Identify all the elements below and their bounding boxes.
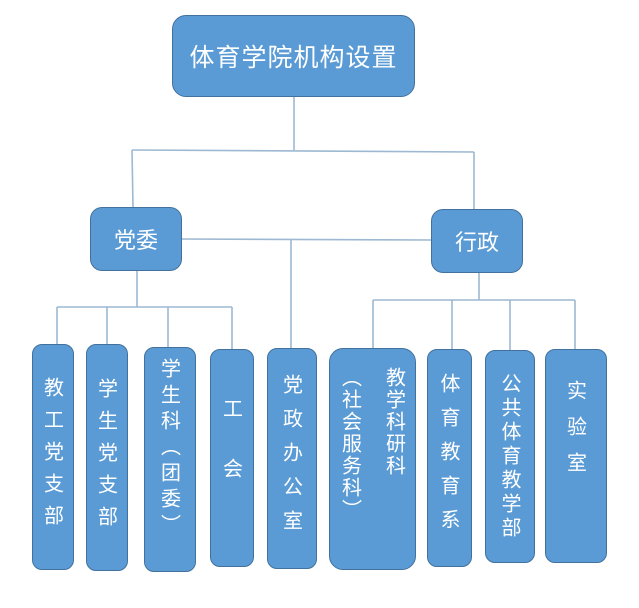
node-faculty-party-branch: 教工党支部 <box>32 344 74 570</box>
teaching-research-label: 教学科研科 <box>382 367 407 477</box>
faculty-party-branch-label: 教工党支部 <box>40 377 65 537</box>
administration-label: 行政 <box>454 231 499 256</box>
pe-department-label: 体育教育系 <box>437 373 461 543</box>
connector-to-party <box>131 149 134 208</box>
public-pe-label: 公共体育教学部 <box>498 372 522 541</box>
node-pe-department: 体育教育系 <box>427 349 472 567</box>
laboratory-label: 实验室 <box>563 380 588 488</box>
node-student-party-branch: 学生党支部 <box>86 344 128 571</box>
labor-union-label: 工会 <box>219 398 244 518</box>
party-committee-label: 党委 <box>113 229 158 254</box>
connector-level2-bus <box>131 149 475 153</box>
node-public-pe: 公共体育教学部 <box>485 350 535 563</box>
node-laboratory: 实验室 <box>545 349 607 563</box>
node-student-affairs: 学生科（团委） <box>144 347 196 572</box>
root-title: 体育学院机构设置 <box>189 43 398 72</box>
connector-party-admin <box>181 238 432 241</box>
node-administration: 行政 <box>431 209 523 273</box>
root-node-college: 体育学院机构设置 <box>172 15 415 97</box>
social-service-label: （社会服务科） <box>338 367 363 521</box>
node-party-admin-office: 党政办公室 <box>267 348 317 569</box>
node-teaching-research: 教学科研科 （社会服务科） <box>329 348 416 570</box>
party-admin-office-label: 党政办公室 <box>279 373 304 544</box>
student-party-branch-label: 学生党支部 <box>94 377 119 538</box>
student-affairs-label: 学生科（团委） <box>157 358 182 540</box>
node-labor-union: 工会 <box>210 349 254 567</box>
node-party-committee: 党委 <box>90 207 182 271</box>
